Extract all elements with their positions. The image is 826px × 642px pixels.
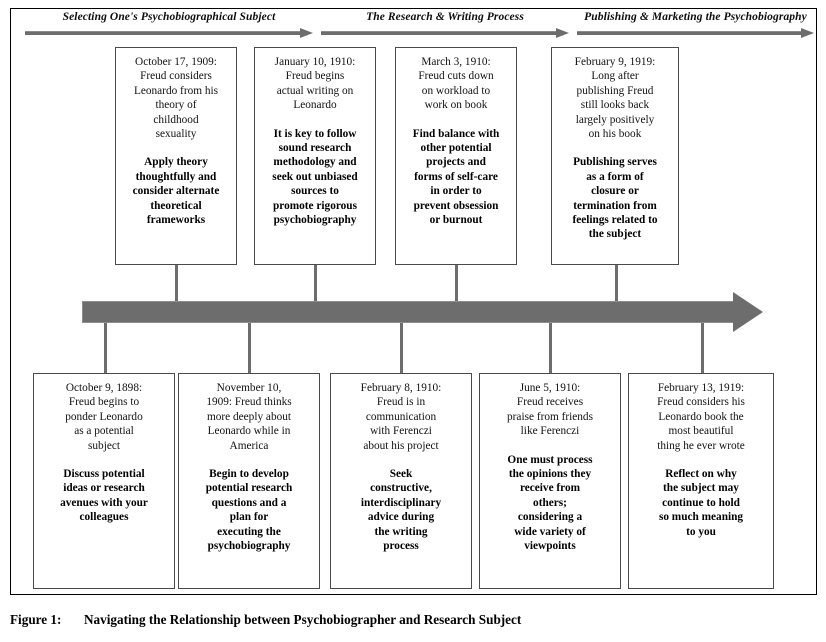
event-date: February 13, 1919: Freud considers his L… xyxy=(657,382,745,452)
phase-label: Selecting One's Psychobiographical Subje… xyxy=(62,11,276,23)
event-date: October 9, 1898: Freud begins to ponder … xyxy=(65,382,143,452)
event-spacer xyxy=(185,453,313,467)
arrow-head xyxy=(556,28,569,38)
event-box-above-4[interactable]: February 9, 1919: Long after publishing … xyxy=(551,47,679,265)
event-advice: Publishing serves as a form of closure o… xyxy=(572,156,658,241)
event-date: October 17, 1909: Freud considers Leonar… xyxy=(133,56,219,141)
phase-arrow-icon xyxy=(25,28,313,38)
event-spacer xyxy=(402,113,510,127)
event-box-below-1[interactable]: October 9, 1898: Freud begins to ponder … xyxy=(33,373,175,589)
connector-above-3 xyxy=(455,265,458,303)
event-advice: One must process the opinions they recei… xyxy=(507,453,593,553)
figure-frame: Selecting One's Psychobiographical Subje… xyxy=(10,8,817,595)
connector-below-3 xyxy=(400,321,403,373)
event-spacer xyxy=(486,439,614,453)
connector-below-2 xyxy=(248,321,251,373)
event-advice: It is key to follow sound research metho… xyxy=(272,127,358,227)
event-advice: Seek constructive, interdisciplinary adv… xyxy=(360,468,442,553)
connector-above-4 xyxy=(615,265,618,303)
event-advice: Apply theory thoughtfully and consider a… xyxy=(132,156,220,227)
event-box-below-4[interactable]: June 5, 1910: Freud receives praise from… xyxy=(479,373,621,589)
connector-below-5 xyxy=(701,321,704,373)
arrow-head xyxy=(300,28,313,38)
event-box-below-5[interactable]: February 13, 1919: Freud considers his L… xyxy=(628,373,774,589)
connector-above-2 xyxy=(314,265,317,303)
event-spacer xyxy=(635,453,767,467)
arrow-shaft xyxy=(577,31,802,35)
phase-arrow-row: Selecting One's Psychobiographical Subje… xyxy=(11,9,818,43)
event-date: February 9, 1919: Long after publishing … xyxy=(574,56,656,141)
event-spacer xyxy=(261,113,369,127)
phase-arrow-icon xyxy=(321,28,569,38)
event-advice: Discuss potential ideas or research aven… xyxy=(60,468,148,524)
event-spacer xyxy=(337,453,465,467)
arrow-shaft xyxy=(25,31,301,35)
connector-above-1 xyxy=(175,265,178,303)
event-box-above-1[interactable]: October 17, 1909: Freud considers Leonar… xyxy=(115,47,237,265)
event-spacer xyxy=(558,141,672,155)
phase-label: The Research & Writing Process xyxy=(366,11,524,23)
event-box-below-3[interactable]: February 8, 1910: Freud is in communicat… xyxy=(330,373,472,589)
event-advice: Find balance with other potential projec… xyxy=(412,127,500,227)
arrow-shaft xyxy=(321,31,557,35)
phase-selecting-subject: Selecting One's Psychobiographical Subje… xyxy=(25,9,313,43)
event-date: March 3, 1910: Freud cuts down on worklo… xyxy=(418,56,494,112)
phase-label: Publishing & Marketing the Psychobiograp… xyxy=(584,11,807,23)
phase-publishing-marketing: Publishing & Marketing the Psychobiograp… xyxy=(577,9,814,43)
event-box-above-2[interactable]: January 10, 1910: Freud begins actual wr… xyxy=(254,47,376,265)
event-date: June 5, 1910: Freud receives praise from… xyxy=(507,382,593,438)
figure-caption-title: Navigating the Relationship between Psyc… xyxy=(84,612,522,627)
timeline-arrow-head-icon xyxy=(733,292,763,332)
event-date: February 8, 1910: Freud is in communicat… xyxy=(360,382,442,452)
event-advice: Reflect on why the subject may continue … xyxy=(658,468,744,538)
event-spacer xyxy=(40,453,168,467)
arrow-head xyxy=(801,28,814,38)
event-advice: Begin to develop potential research ques… xyxy=(205,468,293,553)
phase-research-writing: The Research & Writing Process xyxy=(321,9,569,43)
figure-caption-number: Figure 1: xyxy=(10,612,62,627)
figure-caption: Figure 1: Navigating the Relationship bet… xyxy=(10,612,810,628)
event-date: November 10, 1909: Freud thinks more dee… xyxy=(206,382,292,452)
event-box-below-2[interactable]: November 10, 1909: Freud thinks more dee… xyxy=(178,373,320,589)
phase-arrow-icon xyxy=(577,28,814,38)
connector-below-4 xyxy=(549,321,552,373)
connector-below-1 xyxy=(104,321,107,373)
event-date: January 10, 1910: Freud begins actual wr… xyxy=(274,56,356,112)
event-spacer xyxy=(122,141,230,155)
event-box-above-3[interactable]: March 3, 1910: Freud cuts down on worklo… xyxy=(395,47,517,265)
timeline-bar xyxy=(82,301,734,323)
